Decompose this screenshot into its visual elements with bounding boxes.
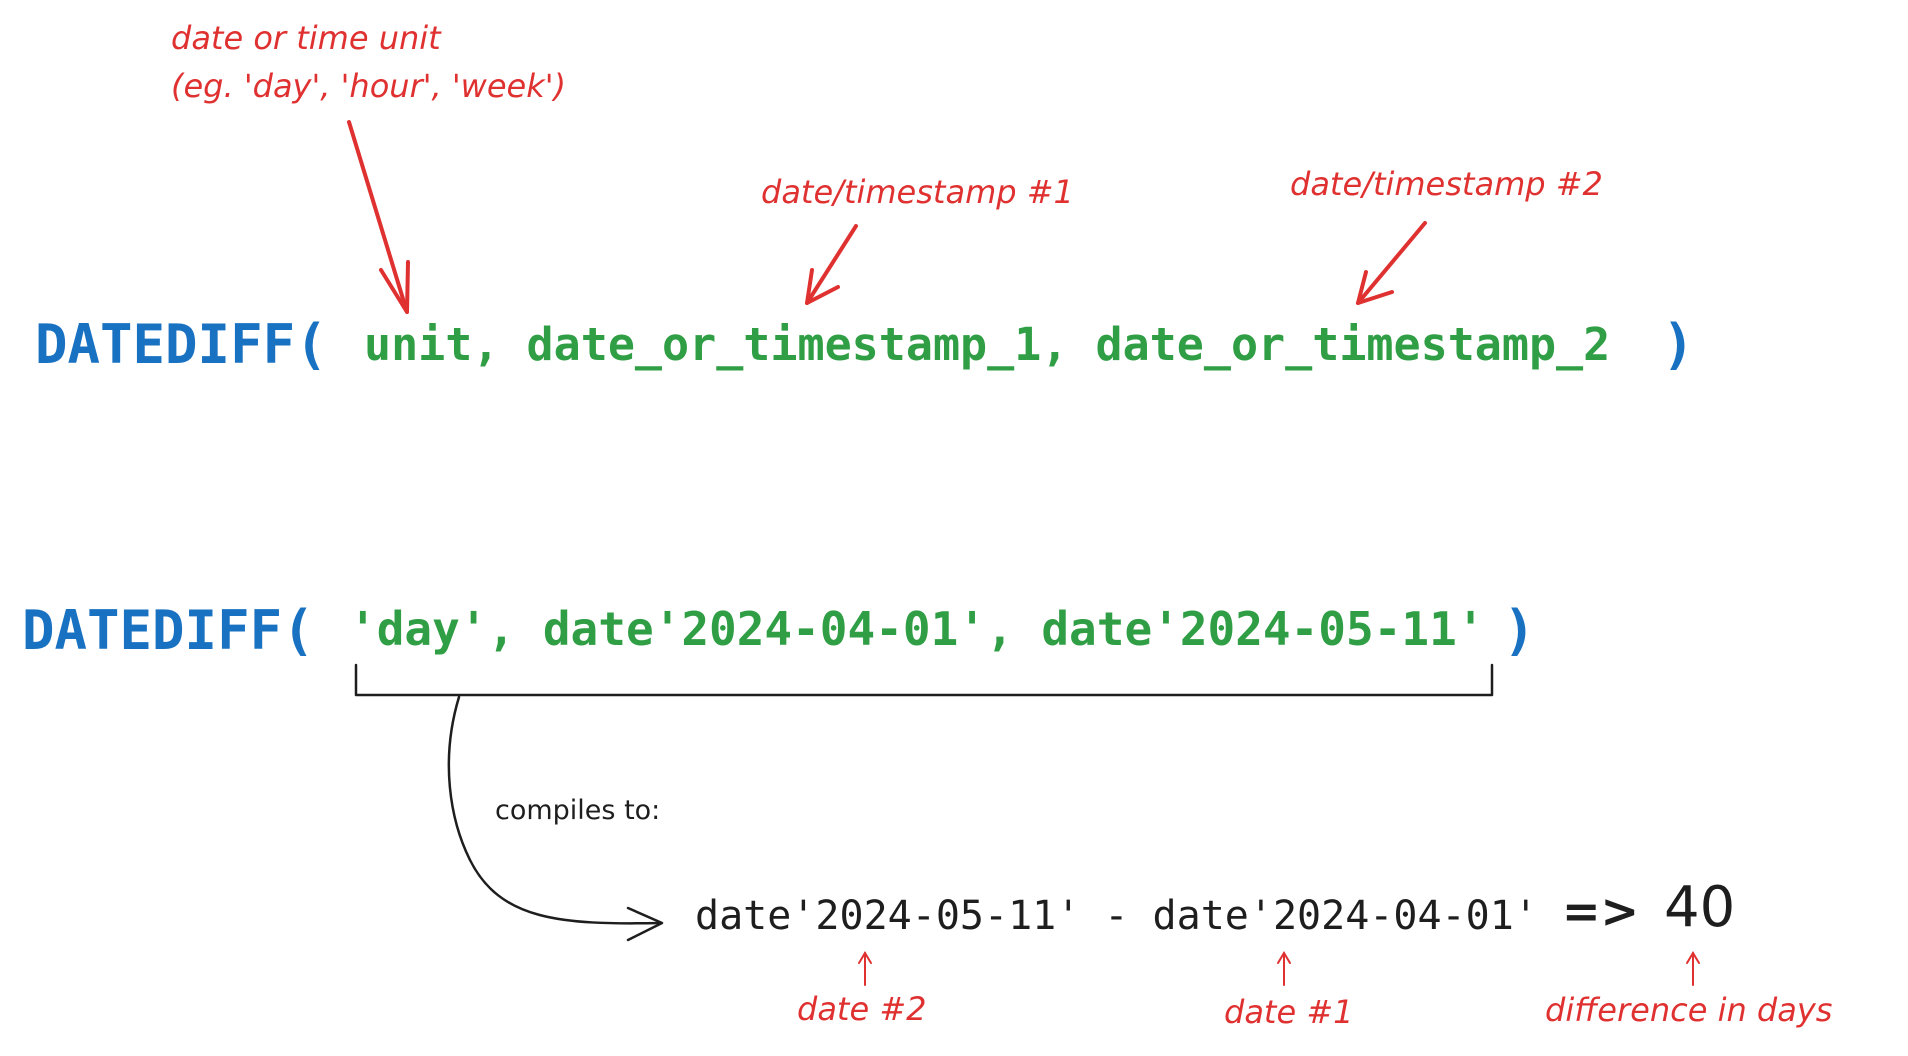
example-close-paren: ) <box>1503 599 1536 662</box>
args-bracket <box>354 663 1494 697</box>
function-name: DATEDIFF( <box>35 313 328 376</box>
difference-arrow-icon <box>1686 951 1700 986</box>
difference-label: difference in days <box>1545 991 1833 1029</box>
unit-annotation-line1: date or time unit <box>171 19 441 57</box>
result-expression: date'2024-05-11' - date'2024-04-01' <box>695 893 1538 939</box>
timestamp2-annotation: date/timestamp #2 <box>1290 165 1603 203</box>
date2-arrow-icon <box>858 951 872 986</box>
result-value: 40 <box>1664 875 1736 940</box>
compiles-to-label: compiles to: <box>495 795 661 826</box>
syntax-close-paren: ) <box>1662 313 1695 376</box>
example-arguments: 'day', date'2024-04-01', date'2024-05-11… <box>349 602 1485 656</box>
syntax-arguments: unit, date_or_timestamp_1, date_or_times… <box>364 318 1611 371</box>
ts1-arrow-icon <box>805 224 858 305</box>
compiles-arrow-icon <box>447 695 662 925</box>
timestamp1-annotation: date/timestamp #1 <box>761 173 1074 211</box>
result-arrow: => <box>1562 884 1640 938</box>
ts2-arrow-icon <box>1356 221 1427 305</box>
example-function-name: DATEDIFF( <box>22 599 315 662</box>
date1-label: date #1 <box>1224 993 1354 1031</box>
unit-annotation-line2: (eg. 'day', 'hour', 'week') <box>171 67 567 105</box>
date1-arrow-icon <box>1277 951 1291 986</box>
date2-label: date #2 <box>797 990 927 1028</box>
unit-arrow-icon <box>347 120 410 314</box>
